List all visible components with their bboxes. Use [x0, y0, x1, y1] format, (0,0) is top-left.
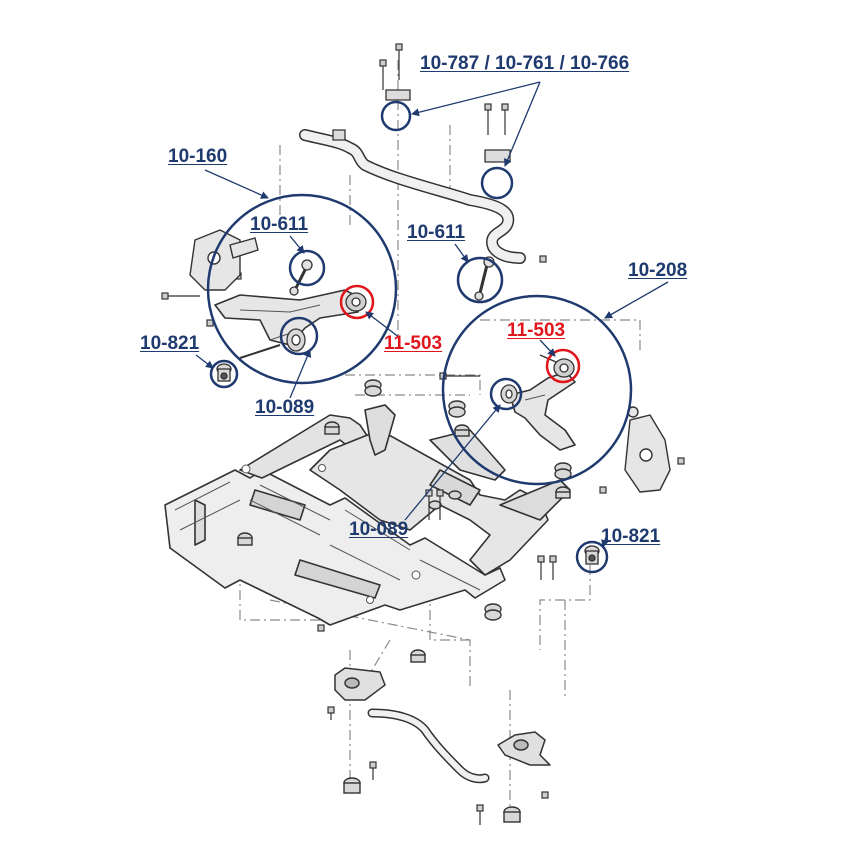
label-left-ball-joint: 10-821 — [140, 333, 200, 354]
rear-mount-right — [497, 731, 551, 766]
stabilizer-bar — [299, 129, 526, 264]
callout-circle-right-ball-joint — [575, 540, 609, 574]
label-right-ball-joint: 10-821 — [601, 526, 661, 547]
label-right-rear-bushing: 11-503 — [507, 320, 566, 341]
callout-circles — [206, 100, 633, 574]
callout-circle-right-link — [456, 256, 504, 304]
callout-circle-right-rear-bushing — [545, 348, 581, 384]
callout-circle-right-arm-assembly — [441, 294, 633, 486]
callout-circle-left-front-bushing — [279, 316, 319, 356]
callout-circle-left-link — [288, 249, 326, 287]
left-front-bushing-part — [239, 328, 306, 359]
left-ball-joint-part — [216, 363, 232, 382]
left-rear-bushing-part — [345, 292, 367, 312]
front-subframe — [164, 404, 571, 626]
right-front-bushing-part — [500, 384, 518, 404]
label-left-rear-bushing: 11-503 — [384, 333, 443, 354]
label-stabilizer-group: 10-787 / 10-761 / 10-766 — [420, 53, 630, 74]
left-stabilizer-link — [289, 259, 313, 296]
callout-circle-left-ball-joint — [209, 359, 239, 389]
callout-circles-highlight — [339, 284, 581, 384]
right-ball-joint-part — [584, 545, 600, 565]
label-left-link: 10-611 — [250, 214, 309, 235]
right-lower-control-arm — [509, 371, 576, 451]
callout-circle-stabilizer-bushing-right — [480, 166, 514, 200]
rear-mount-left — [334, 667, 386, 701]
label-right-arm-assembly: 10-208 — [628, 260, 688, 281]
stabilizer-brackets — [332, 89, 511, 163]
subframe-mounts — [237, 379, 572, 823]
label-left-arm-assembly: 10-160 — [168, 146, 228, 167]
callout-circle-right-front-bushing — [489, 377, 523, 411]
left-lower-control-arm — [214, 289, 361, 346]
callout-arrows — [195, 81, 669, 548]
callout-circle-left-rear-bushing — [339, 284, 375, 320]
bolts — [161, 43, 685, 825]
lower-stabilizer-bar — [367, 708, 490, 784]
label-right-front-bushing: 10-089 — [349, 519, 409, 540]
label-right-link: 10-611 — [407, 222, 466, 243]
right-steering-knuckle — [624, 406, 671, 493]
right-rear-bushing-part — [539, 354, 575, 378]
left-steering-knuckle — [189, 229, 259, 291]
callout-circle-left-arm-assembly — [206, 193, 398, 385]
callout-circle-stabilizer-bushing-left — [380, 100, 412, 132]
label-left-front-bushing: 10-089 — [255, 397, 315, 418]
right-stabilizer-link — [474, 256, 495, 301]
subframe-details — [174, 464, 481, 604]
